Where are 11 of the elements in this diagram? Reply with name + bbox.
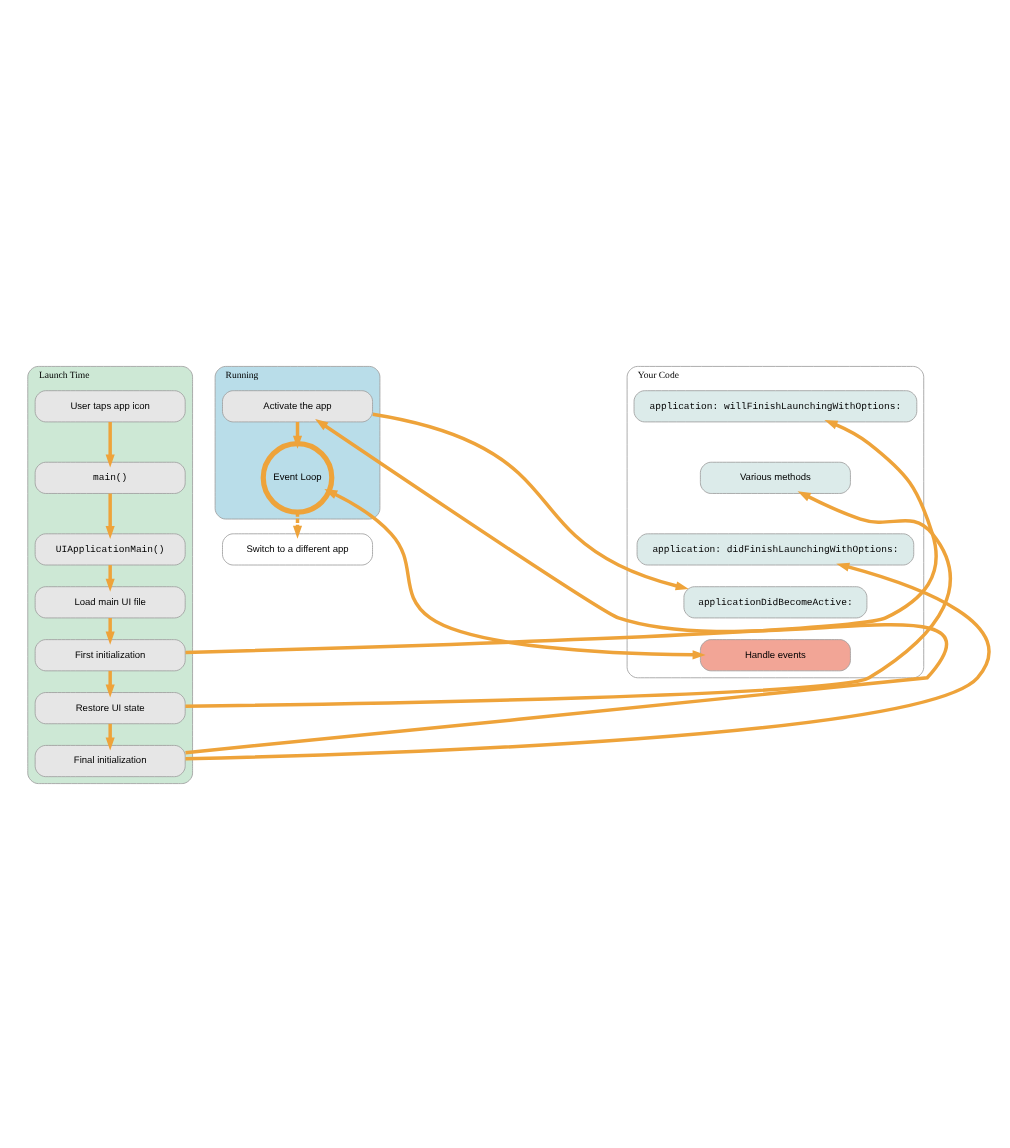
arrow bbox=[105, 669, 115, 697]
arrow bbox=[105, 421, 115, 467]
arrow bbox=[324, 488, 706, 659]
arrow bbox=[105, 617, 115, 644]
arrow bbox=[185, 561, 990, 760]
arrow bbox=[105, 722, 115, 750]
arrow bbox=[105, 492, 115, 538]
arrow bbox=[105, 564, 115, 591]
arrow bbox=[372, 411, 689, 590]
arrow bbox=[292, 511, 303, 538]
arrow bbox=[185, 490, 952, 708]
